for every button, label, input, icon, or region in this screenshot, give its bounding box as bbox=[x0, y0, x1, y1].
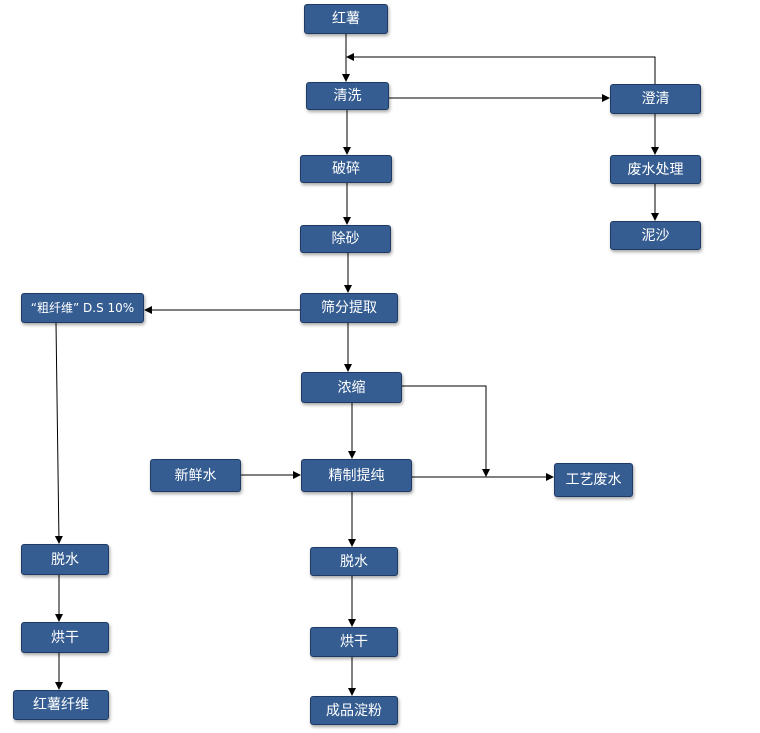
arrow-chengqing-recycle-to-qingxi bbox=[346, 53, 656, 84]
node-chengpin-dianfen: 成品淀粉 bbox=[310, 696, 398, 725]
node-nisha: 泥沙 bbox=[610, 221, 701, 250]
node-qingxi: 清洗 bbox=[306, 82, 389, 110]
node-hongshu: 红薯 bbox=[304, 4, 388, 34]
node-tuoshui-center: 脱水 bbox=[310, 547, 398, 576]
node-hongshu-xianwei: 红薯纤维 bbox=[13, 690, 109, 720]
arrow-nongsuo-branch bbox=[402, 385, 490, 477]
arrow-cuxianwei-to-tuoshui-left bbox=[54, 322, 63, 544]
node-feishui-chuli: 废水处理 bbox=[610, 155, 701, 184]
node-posui: 破碎 bbox=[300, 155, 392, 183]
node-gongyi-feishui: 工艺废水 bbox=[554, 463, 633, 497]
node-chusha: 除砂 bbox=[300, 225, 391, 253]
node-chengqing: 澄清 bbox=[610, 84, 701, 114]
node-xinxian-shui: 新鲜水 bbox=[150, 459, 241, 492]
node-honggan-center: 烘干 bbox=[310, 627, 398, 657]
node-nongsuo: 浓缩 bbox=[301, 372, 402, 403]
node-cuxianwei: “粗纤维” D.S 10% bbox=[21, 293, 144, 323]
node-jingzhi-tichun: 精制提纯 bbox=[301, 459, 412, 492]
node-tuoshui-left: 脱水 bbox=[21, 544, 109, 575]
node-honggan-left: 烘干 bbox=[21, 622, 109, 653]
node-shaifen-tiqu: 筛分提取 bbox=[300, 293, 398, 323]
